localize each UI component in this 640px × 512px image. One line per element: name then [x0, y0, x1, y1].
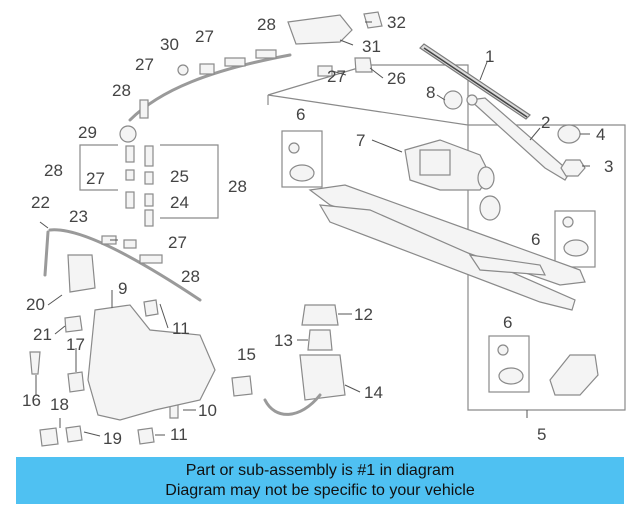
callout-27d: 27 — [168, 233, 187, 252]
linkage-assembly-frame — [267, 64, 626, 411]
hose-28e — [125, 191, 135, 209]
bushing-11a — [143, 299, 159, 317]
hose-28d — [125, 145, 135, 163]
plug-16 — [29, 351, 41, 375]
callout-28c: 28 — [44, 161, 63, 180]
callout-17: 17 — [66, 335, 85, 354]
hose-28h — [139, 254, 163, 264]
callout-22: 22 — [31, 193, 50, 212]
bushing-6a — [288, 142, 315, 182]
washer-8 — [443, 90, 463, 110]
fitting-24 — [144, 193, 154, 207]
hose-28f — [144, 145, 154, 167]
callout-31: 31 — [362, 37, 381, 56]
callout-16: 16 — [22, 391, 41, 410]
nut-11b — [137, 427, 155, 445]
nozzle-31 — [287, 14, 353, 45]
cap-4 — [557, 124, 581, 144]
callout-23: 23 — [69, 207, 88, 226]
info-banner: Part or sub-assembly is #1 in diagram Di… — [16, 457, 624, 504]
callout-11c: 11 — [170, 425, 188, 444]
callout-28e: 28 — [181, 267, 200, 286]
callout-5: 5 — [537, 425, 546, 444]
callout-27c: 27 — [86, 169, 105, 188]
callout-3: 3 — [604, 157, 613, 176]
callout-12: 12 — [354, 305, 373, 324]
callout-6a: 6 — [296, 105, 305, 124]
cap-13 — [307, 329, 333, 351]
callout-2: 2 — [541, 113, 550, 132]
banner-line-1: Part or sub-assembly is #1 in diagram — [185, 462, 455, 479]
grommet-15 — [231, 375, 253, 397]
callout-14: 14 — [364, 383, 383, 402]
callout-26: 26 — [387, 69, 406, 88]
callout-6c: 6 — [503, 313, 512, 332]
group-6-box-c — [488, 335, 530, 393]
callout-27e: 27 — [327, 67, 346, 86]
callout-27b: 27 — [135, 55, 154, 74]
callout-10: 10 — [198, 401, 217, 420]
callout-28b: 28 — [112, 81, 131, 100]
callout-32: 32 — [387, 13, 406, 32]
bracket-12 — [301, 304, 339, 326]
fitting-27a — [199, 63, 215, 75]
callout-8: 8 — [426, 83, 435, 102]
callout-28a: 28 — [257, 15, 276, 34]
callout-labels: 1 2 3 4 5 6 6 6 7 8 9 10 11 11 11 12 13 … — [22, 13, 613, 448]
callout-29: 29 — [78, 123, 97, 142]
callout-7: 7 — [356, 131, 365, 150]
hose-14 — [263, 393, 322, 416]
callout-6b: 6 — [531, 230, 540, 249]
group-28-bracket-right — [160, 144, 219, 219]
callout-28d: 28 — [228, 177, 247, 196]
group-28-bracket-left — [79, 144, 118, 191]
washer-hose-22 — [48, 228, 202, 302]
group-6-box-b — [554, 210, 596, 268]
callout-27a: 27 — [195, 27, 214, 46]
fitting-27c — [125, 169, 135, 181]
cap-17 — [67, 371, 85, 393]
nut-3 — [560, 159, 586, 177]
wiper-linkage — [308, 184, 586, 311]
callout-9: 9 — [118, 279, 127, 298]
pump-20 — [67, 254, 96, 293]
bushing-6c — [497, 344, 524, 385]
callout-11a: 11 — [172, 319, 190, 338]
sensor-18 — [39, 427, 59, 447]
bushing-6b — [562, 216, 589, 257]
banner-line-2: Diagram may not be specific to your vehi… — [165, 482, 475, 499]
washer-hose-22b — [43, 230, 50, 277]
callout-25: 25 — [170, 167, 189, 186]
pump-14 — [299, 354, 346, 401]
hose-28g — [144, 209, 154, 227]
wiper-blade — [419, 43, 531, 120]
callout-19: 19 — [103, 429, 122, 448]
mount-bracket — [549, 354, 599, 396]
callout-30: 30 — [160, 35, 179, 54]
grommet-29 — [119, 125, 137, 143]
hose-28a — [224, 57, 246, 67]
hose-28c — [139, 99, 149, 119]
group-6-box-a — [281, 130, 323, 188]
parts-diagram: 1 2 3 4 5 6 6 6 7 8 9 10 11 11 11 12 13 … — [22, 11, 626, 448]
fitting-30 — [177, 64, 189, 76]
hose-28b — [255, 49, 277, 59]
callout-21: 21 — [33, 325, 52, 344]
callout-24: 24 — [170, 193, 189, 212]
washer-reservoir — [87, 304, 216, 421]
callout-13: 13 — [274, 331, 293, 350]
callout-15: 15 — [237, 345, 256, 364]
leader-lines — [35, 21, 590, 437]
callout-4: 4 — [596, 125, 605, 144]
fitting-27d — [123, 239, 137, 249]
fitting-25 — [144, 171, 154, 185]
grommet-19 — [65, 425, 83, 443]
callout-1: 1 — [485, 47, 494, 66]
callout-20: 20 — [26, 295, 45, 314]
callout-18: 18 — [50, 395, 69, 414]
grommet-21 — [64, 315, 83, 333]
connector-26 — [354, 57, 373, 73]
wiper-motor — [404, 139, 495, 191]
clip-32 — [363, 11, 383, 29]
